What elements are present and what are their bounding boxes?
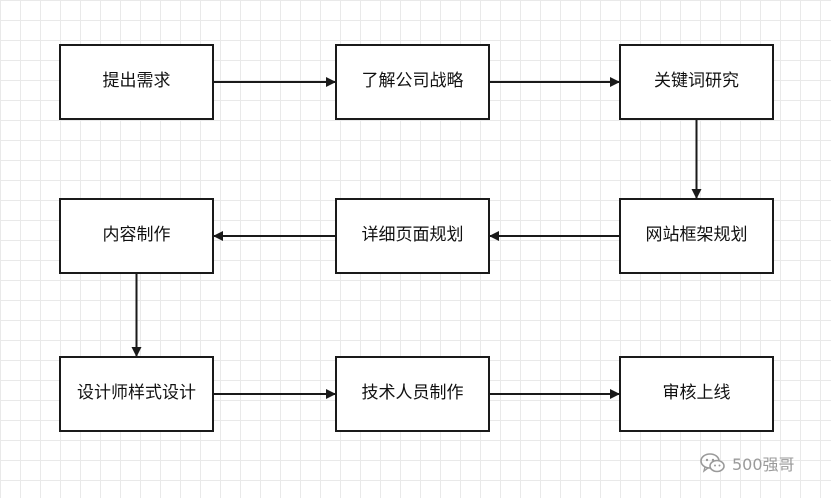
node-n8[interactable]: 技术人员制作 xyxy=(335,356,490,432)
node-n3[interactable]: 关键词研究 xyxy=(619,44,774,120)
node-n7[interactable]: 设计师样式设计 xyxy=(59,356,214,432)
watermark-text: 500强哥 xyxy=(732,455,795,474)
node-n2[interactable]: 了解公司战略 xyxy=(335,44,490,120)
wechat-icon xyxy=(700,453,725,473)
watermark: 500强哥 xyxy=(700,451,795,475)
node-n9[interactable]: 审核上线 xyxy=(619,356,774,432)
node-n4[interactable]: 网站框架规划 xyxy=(619,198,774,274)
node-n5[interactable]: 详细页面规划 xyxy=(335,198,490,274)
node-n6[interactable]: 内容制作 xyxy=(59,198,214,274)
node-n1[interactable]: 提出需求 xyxy=(59,44,214,120)
